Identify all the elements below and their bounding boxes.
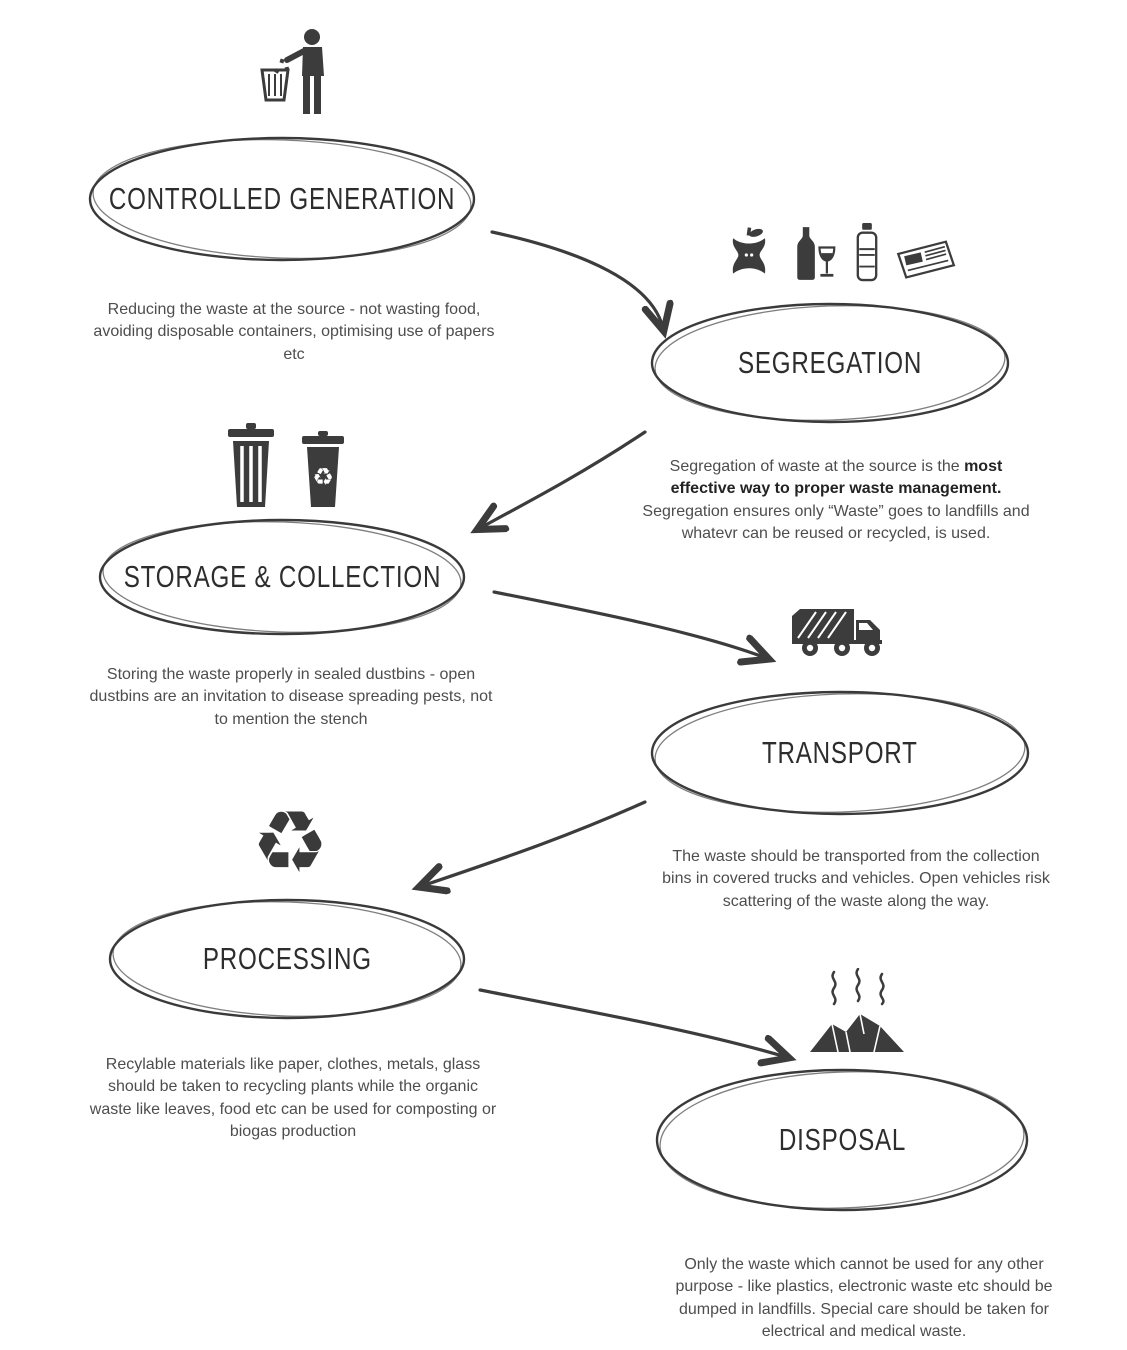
bubble-controlled-generation: CONTROLLED GENERATION [86,134,478,264]
transport-description: The waste should be transported from the… [662,848,1050,910]
generation-description: Reducing the waste at the source - not w… [93,301,495,363]
step-title-transport: TRANSPORT [762,735,918,770]
segregation-description: Segregation of waste at the source is th… [640,456,1032,546]
garbage-truck-icon [790,604,894,658]
water-bottle-icon [854,223,880,288]
step-title-generation: CONTROLLED GENERATION [108,181,456,216]
arrow-transport-to-processing [422,800,647,886]
bubble-transport: TRANSPORT [648,688,1032,818]
storage-description: Storing the waste properly in sealed dus… [89,666,493,728]
arrow-generation-to-segregation [490,230,663,328]
wine-bottle-and-glass-icon [788,225,838,288]
newspaper-icon [896,237,962,288]
processing-description: Recylable materials like paper, clothes,… [89,1056,497,1141]
recycle-glyph-on-bin: ♻ [312,463,334,491]
segregation-description-pre: Segregation of waste at the source is th… [669,458,965,475]
bubble-processing: PROCESSING [106,896,468,1022]
segregation-description-post: Segregation ensures only “Waste” goes to… [642,502,1030,543]
step-title-disposal: DISPOSAL [778,1122,907,1157]
storage-icons: ♻ [222,423,348,514]
bubble-disposal: DISPOSAL [653,1066,1032,1214]
arrow-processing-to-disposal [478,988,786,1057]
step-title-storage: STORAGE & COLLECTION [123,559,441,594]
segregation-icons [726,223,962,288]
step-title-segregation: SEGREGATION [737,345,923,380]
recycling-symbol-icon: ♻ [251,793,329,893]
arrow-storage-to-transport [492,590,766,658]
littering-person-icon [256,26,340,118]
bubble-segregation: SEGREGATION [648,300,1012,426]
bubble-storage-collection: STORAGE & COLLECTION [96,516,468,638]
smelly-waste-pile-icon [802,967,912,1058]
striped-dustbin-icon [222,423,280,514]
arrow-segregation-to-storage [480,430,647,528]
recycle-dustbin-icon: ♻ [298,431,348,514]
step-title-processing: PROCESSING [202,941,372,976]
segregation-description-bold: most effective way to proper waste manag… [670,458,1003,498]
disposal-description: Only the waste which cannot be used for … [675,1256,1053,1341]
apple-core-icon [726,227,772,288]
